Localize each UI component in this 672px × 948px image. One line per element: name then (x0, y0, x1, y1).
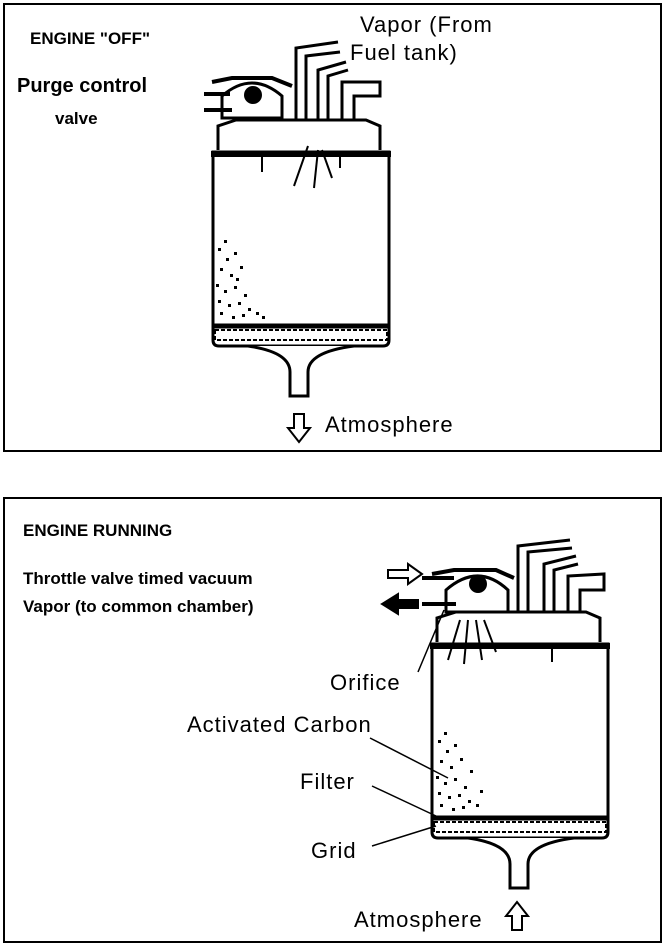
vapor-pipe-2 (542, 554, 577, 612)
activated-carbon-label: Activated Carbon (187, 712, 372, 737)
canister-body (211, 150, 391, 348)
canister-body (430, 642, 610, 840)
vapor-pipe-2 (316, 60, 347, 120)
purge-control-label-line1: Purge control (17, 75, 148, 97)
vapor-pipe-2b (552, 562, 579, 612)
vapor-arrow (293, 145, 309, 187)
activated-carbon-leader (369, 737, 449, 779)
vapor-pipe-2b (326, 68, 349, 120)
orifice-leader (417, 609, 445, 673)
vapor-from-label-line2: Fuel tank) (350, 40, 458, 65)
vapor-pipe-1b (304, 50, 341, 120)
orifice-label: Orifice (330, 670, 401, 695)
vacuum-in-arrow (387, 562, 424, 586)
filter-leader (371, 785, 437, 817)
filter-label: Filter (300, 769, 355, 794)
atmosphere-label-off: Atmosphere (325, 412, 454, 437)
vapor-pipe-1 (294, 40, 339, 120)
grid-label: Grid (311, 838, 357, 863)
engine-running-title: ENGINE RUNNING (23, 521, 173, 540)
canister-outlet (467, 836, 575, 890)
vapor-to-chamber-label: Vapor (to common chamber) (23, 597, 254, 616)
purge-valve-diaphragm (469, 575, 487, 593)
atmosphere-up-arrow (503, 900, 531, 931)
engine-off-title: ENGINE "OFF" (30, 29, 151, 48)
purge-valve-body (444, 574, 510, 614)
canister-diagram-engine-off (204, 40, 391, 444)
purge-valve-top (431, 568, 515, 580)
canister-cap (435, 610, 602, 642)
vapor-from-label-line1: Vapor (From (360, 12, 493, 37)
vapor-pipe-1b (526, 546, 573, 612)
atmosphere-down-arrow (285, 413, 313, 444)
activated-carbon-dots (436, 732, 483, 811)
vapor-pipe-1 (516, 538, 571, 612)
canister-outlet (247, 344, 355, 398)
grid-leader (371, 825, 437, 847)
vapor-pipe-3 (340, 80, 382, 120)
filter-layer (214, 329, 388, 341)
activated-carbon-dots (216, 240, 265, 319)
atmosphere-label-running: Atmosphere (354, 907, 483, 932)
purge-valve-diaphragm (244, 86, 262, 104)
canister-cap (216, 118, 382, 150)
throttle-vacuum-label: Throttle valve timed vacuum (23, 569, 253, 588)
purge-valve-top (211, 76, 293, 88)
vapor-pipe-3 (566, 572, 606, 612)
vapor-out-arrow (380, 592, 419, 616)
purge-control-label-line2: valve (55, 109, 98, 128)
grid-layer (433, 821, 607, 833)
